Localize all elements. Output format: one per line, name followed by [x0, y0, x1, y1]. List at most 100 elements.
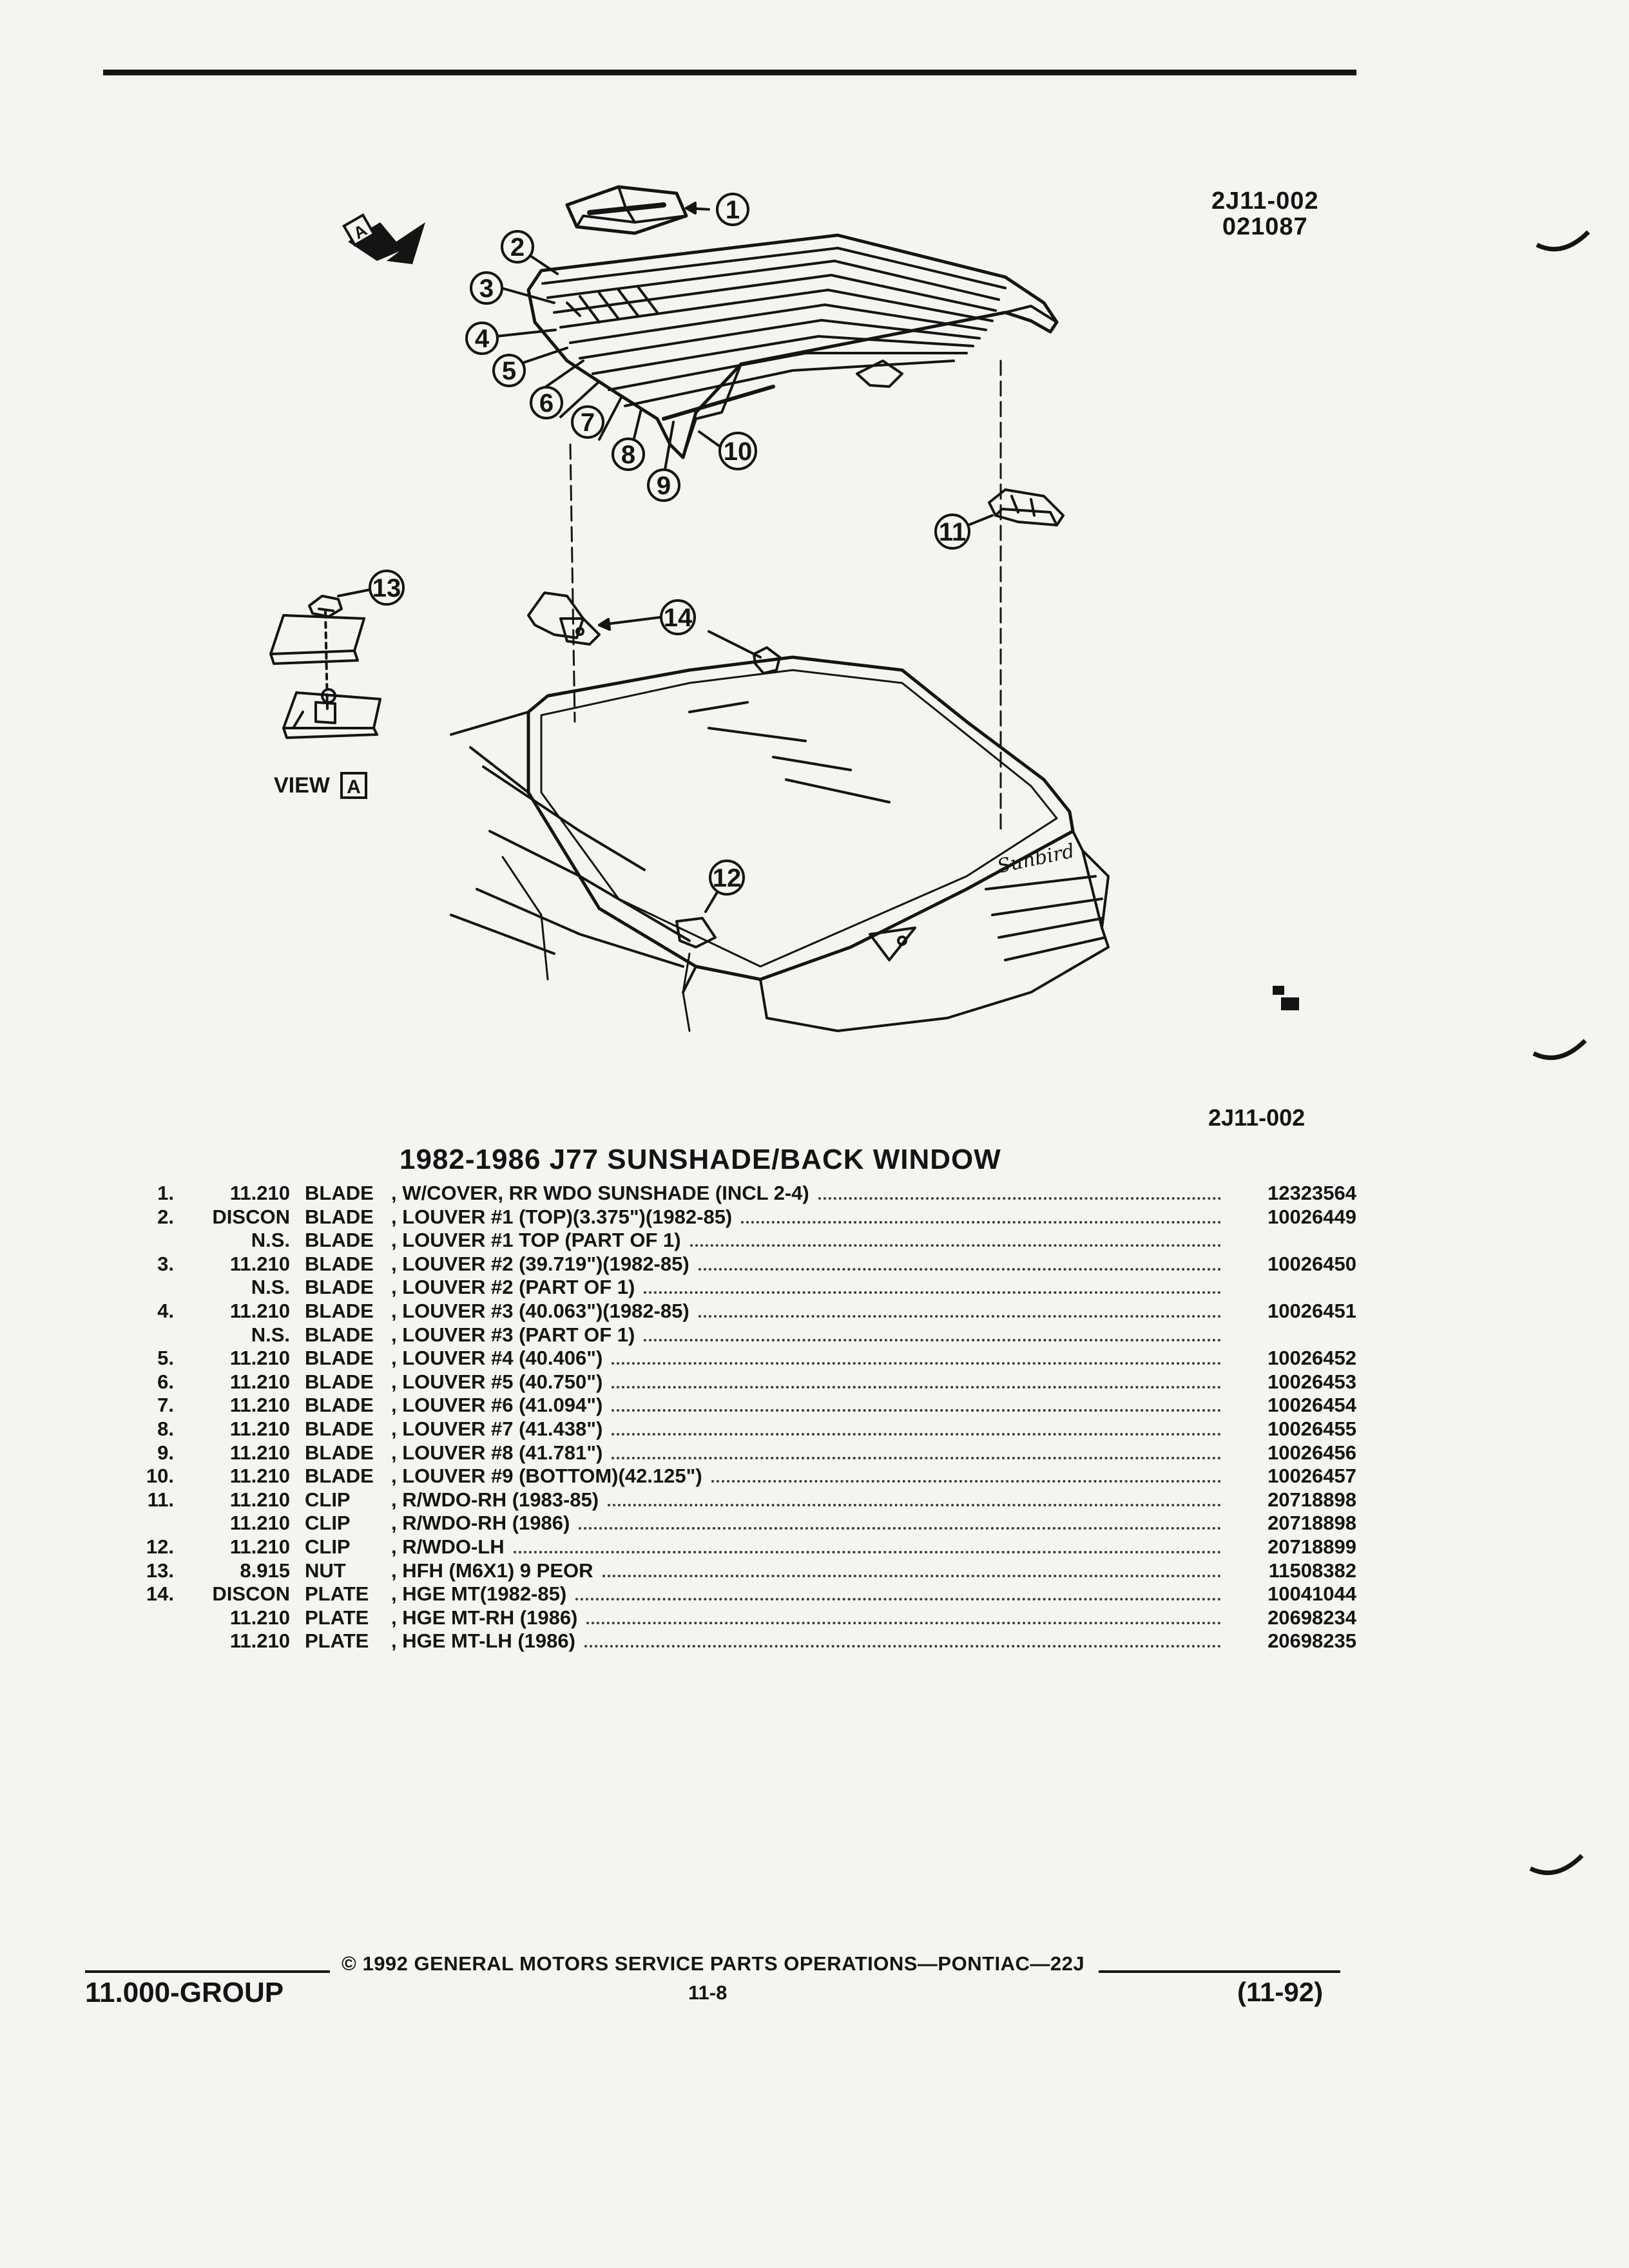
binding-mark-icon	[1529, 1854, 1584, 1876]
part-description: , LOUVER #4 (40.406")	[391, 1347, 603, 1370]
callout-circle-13	[369, 570, 405, 606]
callout-11: 11	[939, 518, 966, 546]
part-name: PLATE	[305, 1606, 369, 1629]
top-rule	[103, 70, 1356, 75]
dot-leader	[608, 1503, 1221, 1506]
part-number: 10026452	[1268, 1347, 1356, 1370]
parts-row: N.S.BLADE, LOUVER #2 (PART OF 1)	[132, 1276, 1356, 1300]
part-group: 11.210	[229, 1417, 290, 1440]
dot-leader	[711, 1480, 1221, 1483]
part-index: 9.	[157, 1441, 174, 1464]
callout-5: 5	[502, 357, 516, 385]
part-group: N.S.	[251, 1229, 290, 1252]
callout-10: 10	[724, 437, 753, 466]
part-name: BLADE	[305, 1347, 374, 1370]
part-index: 5.	[157, 1347, 174, 1370]
part-name: BLADE	[305, 1441, 374, 1464]
part-group: 11.210	[229, 1370, 290, 1393]
part-description: , R/WDO-RH (1986)	[391, 1512, 570, 1535]
part-number: 10026455	[1268, 1417, 1356, 1440]
part-name: CLIP	[305, 1488, 351, 1511]
dot-leader	[741, 1220, 1221, 1224]
part-group: 11.210	[229, 1629, 290, 1653]
part-number: 10026457	[1268, 1465, 1356, 1488]
doc-code-line2: 021087	[1222, 213, 1308, 240]
part-name: BLADE	[305, 1276, 374, 1299]
part-description: , LOUVER #1 TOP (PART OF 1)	[391, 1229, 681, 1252]
callout-6: 6	[539, 389, 554, 418]
part-group: 11.210	[229, 1394, 290, 1417]
dot-leader	[586, 1621, 1221, 1624]
part-group: N.S.	[251, 1276, 290, 1299]
doc-code-line1: 2J11-002	[1211, 187, 1319, 215]
part-index: 10.	[146, 1465, 174, 1488]
part-description: , LOUVER #9 (BOTTOM)(42.125")	[391, 1465, 702, 1488]
hinge-plate	[527, 591, 601, 646]
part-name: BLADE	[305, 1323, 374, 1346]
part-index: 12.	[146, 1535, 174, 1558]
part-name: BLADE	[305, 1182, 374, 1204]
parts-row: N.S. BLADE , LOUVER #1 TOP (PART OF 1)	[132, 1229, 1356, 1253]
part-group: 11.210	[229, 1535, 290, 1558]
part-group: 11.210	[229, 1299, 290, 1322]
footer-date: (11-92)	[1237, 1977, 1324, 2007]
dot-leader	[699, 1267, 1221, 1271]
part-number: 20718898	[1268, 1488, 1356, 1511]
callout-circle-7	[571, 405, 604, 439]
callout-circle-6	[530, 386, 563, 419]
part-group: 8.915	[240, 1559, 290, 1582]
part-description: , LOUVER #8 (41.781")	[391, 1441, 603, 1464]
footer-rule-right	[1099, 1970, 1340, 1973]
callout-circle-12	[709, 860, 745, 896]
vehicle-body	[450, 655, 1110, 1032]
louver-sunshade	[526, 233, 1059, 459]
dot-leader	[514, 1550, 1221, 1553]
part-index: 11.	[147, 1488, 174, 1511]
part-group: 11.210	[229, 1606, 290, 1629]
part-group: 11.210	[229, 1347, 290, 1370]
part-number: 20718899	[1268, 1535, 1356, 1558]
part-description: , LOUVER #7 (41.438")	[391, 1417, 603, 1440]
dot-leader	[612, 1456, 1221, 1459]
callout-circle-8	[612, 437, 645, 471]
callout-circle-10	[718, 432, 757, 470]
dot-leader	[690, 1244, 1221, 1247]
part-number: 10041044	[1268, 1582, 1356, 1606]
callout-circle-9	[647, 468, 680, 502]
part-group: 11.210	[229, 1512, 290, 1535]
part-name: BLADE	[305, 1229, 374, 1252]
binding-mark-icon	[1532, 1039, 1587, 1061]
dot-leader	[644, 1291, 1221, 1294]
part-number: 10026449	[1268, 1205, 1356, 1228]
part-description: , R/WDO-LH	[391, 1535, 505, 1558]
part-name: BLADE	[305, 1465, 374, 1488]
callout-circle-2	[501, 230, 534, 264]
callout-8: 8	[621, 441, 635, 469]
callout-7: 7	[581, 408, 595, 437]
part-description: , LOUVER #3 (PART OF 1)	[391, 1323, 635, 1346]
part-index: 2.	[157, 1205, 174, 1228]
part-number: 10026450	[1268, 1252, 1356, 1275]
dot-leader	[612, 1362, 1221, 1365]
part-number: 20698235	[1268, 1629, 1356, 1653]
callout-13: 13	[372, 574, 401, 602]
view-a-arrow: A	[342, 213, 425, 264]
doc-code: 2J11-002 021087	[1211, 188, 1319, 240]
view-a-detail	[269, 588, 381, 739]
part-index: 13.	[146, 1559, 174, 1582]
dot-leader	[644, 1338, 1221, 1341]
callout-4: 4	[475, 325, 490, 353]
part-index: 1.	[157, 1182, 174, 1204]
diagram-sub-code: 2J11-002	[1208, 1104, 1305, 1131]
parts-row: N.S.BLADE, LOUVER #3 (PART OF 1)	[132, 1323, 1356, 1347]
